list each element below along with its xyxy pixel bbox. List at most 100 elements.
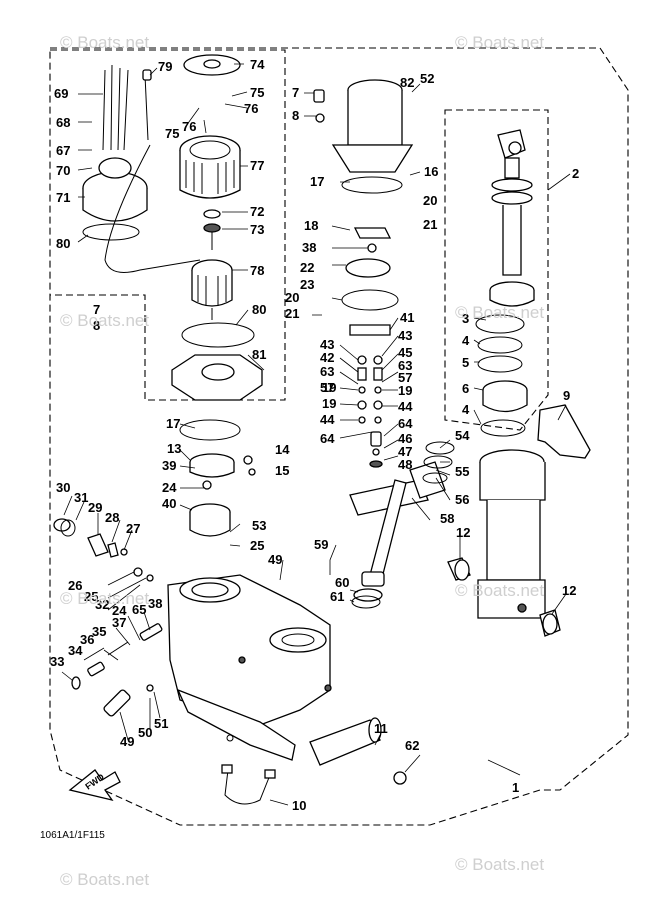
part-label: 12 (456, 525, 470, 540)
motor-lead (104, 144, 201, 273)
motor-brush-holder (183, 54, 241, 76)
part-label: 19 (398, 383, 412, 398)
tilt-cylinder (477, 449, 546, 619)
part-label: 57 (398, 370, 412, 385)
part-label: 56 (455, 492, 469, 507)
watermark: © Boats.net (455, 855, 544, 874)
part-label: 47 (398, 444, 412, 459)
watermark: © Boats.net (60, 311, 149, 330)
part-label: 51 (154, 716, 168, 731)
part-label: 45 (398, 345, 412, 360)
part-label: 6 (462, 381, 469, 396)
part-label: 64 (320, 431, 335, 446)
part-label: 61 (330, 589, 344, 604)
part-label: 22 (300, 260, 314, 275)
part-label: 17 (166, 416, 180, 431)
part-label: 72 (250, 204, 264, 219)
part-label: 63 (320, 364, 334, 379)
part-label: 76 (182, 119, 196, 134)
part-label: 36 (80, 632, 94, 647)
part-label: 76 (244, 101, 258, 116)
part-label: 5 (462, 355, 469, 370)
part-label: 49 (268, 552, 282, 567)
part-label: 44 (398, 399, 413, 414)
part-label: 52 (420, 71, 434, 86)
part-label: 15 (275, 463, 289, 478)
motor-yoke (82, 157, 148, 241)
part-label: 33 (50, 654, 64, 669)
motor-o-ring (181, 322, 255, 348)
part-label: 77 (250, 158, 264, 173)
part-label: 23 (300, 277, 314, 292)
reservoir-bolt (313, 89, 325, 123)
watermark: © Boats.net (60, 589, 149, 608)
part-label: 16 (424, 164, 438, 179)
part-label: 42 (320, 350, 334, 365)
part-label: 25 (84, 589, 98, 604)
pivot-and-pipe (221, 717, 407, 805)
part-label: 41 (400, 310, 414, 325)
part-label: 80 (56, 236, 70, 251)
part-label: 74 (250, 57, 265, 72)
watermark: © Boats.net (455, 581, 544, 600)
part-label: 58 (440, 511, 454, 526)
part-label: 78 (250, 263, 264, 278)
part-label: 20 (285, 290, 299, 305)
part-label: 34 (68, 643, 83, 658)
part-label: 31 (74, 490, 88, 505)
part-label: 79 (158, 59, 172, 74)
part-label: 75 (250, 85, 264, 100)
part-label: 68 (56, 115, 70, 130)
part-label: 21 (423, 217, 437, 232)
part-label: 11 (374, 721, 388, 736)
part-label: 7 (292, 85, 299, 100)
motor-armature (191, 209, 233, 320)
part-label: 43 (398, 328, 412, 343)
part-label: 28 (105, 510, 119, 525)
part-label: 2 (572, 166, 579, 181)
part-label: 17 (310, 174, 324, 189)
part-label: 40 (162, 496, 176, 511)
part-label: 12 (562, 583, 576, 598)
part-label: 64 (398, 416, 413, 431)
part-label: 25 (250, 538, 264, 553)
part-label: 9 (563, 388, 570, 403)
plate-and-filter (341, 227, 399, 336)
part-label: 1 (512, 780, 519, 795)
part-label: 35 (92, 624, 106, 639)
part-label: 18 (304, 218, 318, 233)
part-label: 7 (93, 302, 100, 317)
part-label: 27 (126, 521, 140, 536)
part-label: 19 (322, 396, 336, 411)
watermark: © Boats.net (455, 33, 544, 52)
pump-parts (179, 419, 256, 537)
part-label: 46 (398, 431, 412, 446)
valve-column (357, 355, 383, 468)
hydraulic-pipe (537, 404, 591, 459)
part-label: 3 (462, 311, 469, 326)
shuttle-valve (349, 441, 455, 609)
part-label: 67 (56, 143, 70, 158)
part-label: 81 (252, 347, 266, 362)
watermark: © Boats.net (60, 870, 149, 889)
part-label: 13 (167, 441, 181, 456)
part-label: 20 (423, 193, 437, 208)
part-label: 19 (322, 380, 336, 395)
part-label: 60 (335, 575, 349, 590)
part-label: 59 (314, 537, 328, 552)
part-label: 24 (112, 603, 127, 618)
tilt-rod (489, 129, 535, 307)
outer-boundary (49, 47, 629, 826)
part-label: 38 (302, 240, 316, 255)
part-label: 14 (275, 442, 290, 457)
part-label: 44 (320, 412, 335, 427)
watermark: © Boats.net (60, 33, 149, 52)
pump-housing (167, 574, 332, 761)
part-label: 24 (162, 480, 177, 495)
part-label: 71 (56, 190, 70, 205)
part-label: 70 (56, 163, 70, 178)
part-label: 10 (292, 798, 306, 813)
part-label: 26 (68, 578, 82, 593)
drawing-code: 1061A1/1F115 (40, 830, 105, 841)
